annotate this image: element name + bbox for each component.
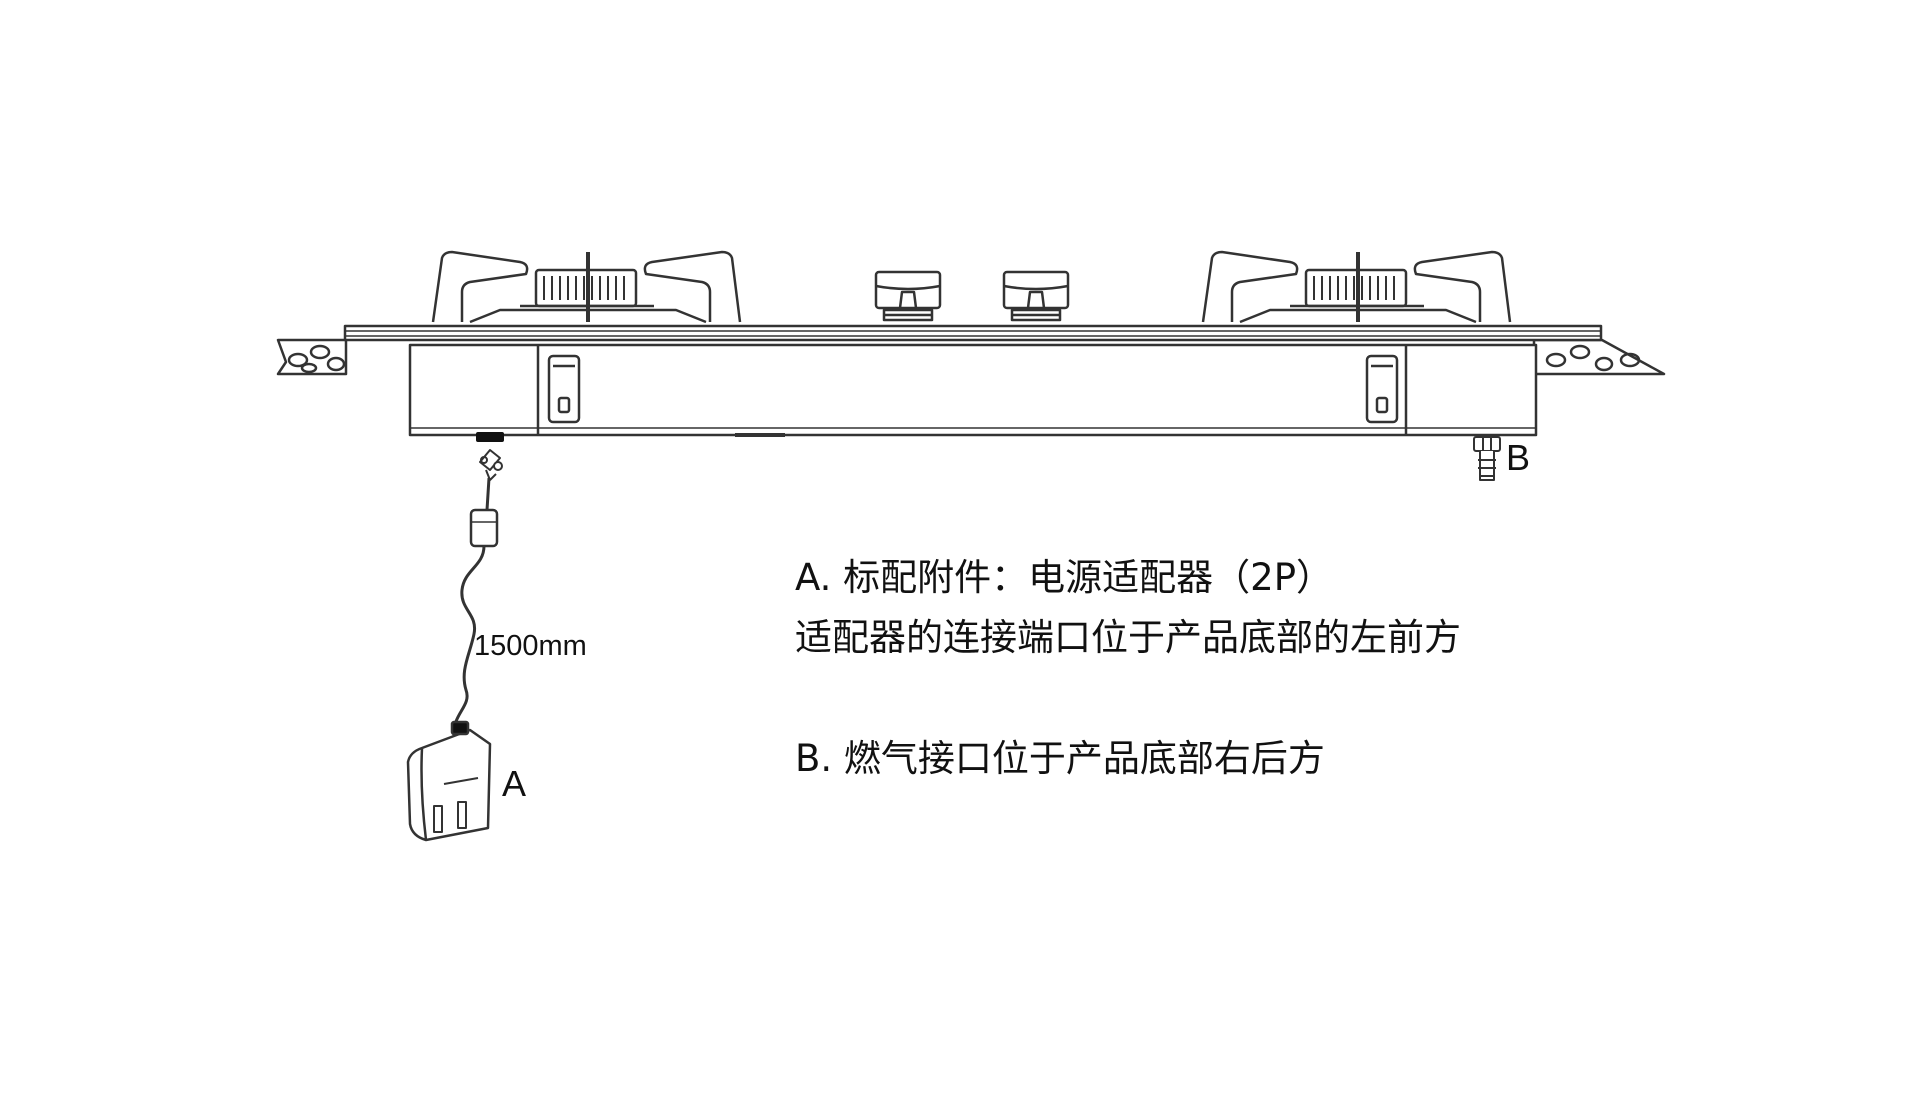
countertop-right <box>1532 338 1666 376</box>
gas-connector-icon <box>1473 436 1501 481</box>
lower-housing <box>408 343 1538 437</box>
adapter-cable <box>452 449 503 748</box>
cable-plug-head <box>479 449 503 481</box>
right-control-knob <box>1002 270 1070 322</box>
adapter-label-a: A <box>502 763 527 804</box>
left-burner <box>431 250 742 324</box>
power-port-marker <box>476 432 504 442</box>
power-adapter-icon <box>406 720 492 842</box>
gas-connector-label-b: B <box>1506 437 1531 478</box>
cable-length-label: 1500mm <box>474 630 587 662</box>
glass-top-panel <box>343 324 1603 342</box>
note-a-title: A. 标配附件：电源适配器（2P） <box>795 556 1334 599</box>
right-burner <box>1201 250 1512 324</box>
right-knob-bracket <box>1365 354 1399 424</box>
left-control-knob <box>874 270 942 322</box>
left-knob-bracket <box>547 354 581 424</box>
cable-ferrite-core <box>469 508 499 548</box>
note-b-title: B. 燃气接口位于产品底部右后方 <box>795 737 1325 780</box>
note-a-detail: 适配器的连接端口位于产品底部的左前方 <box>795 616 1461 659</box>
countertop-left <box>276 338 348 376</box>
